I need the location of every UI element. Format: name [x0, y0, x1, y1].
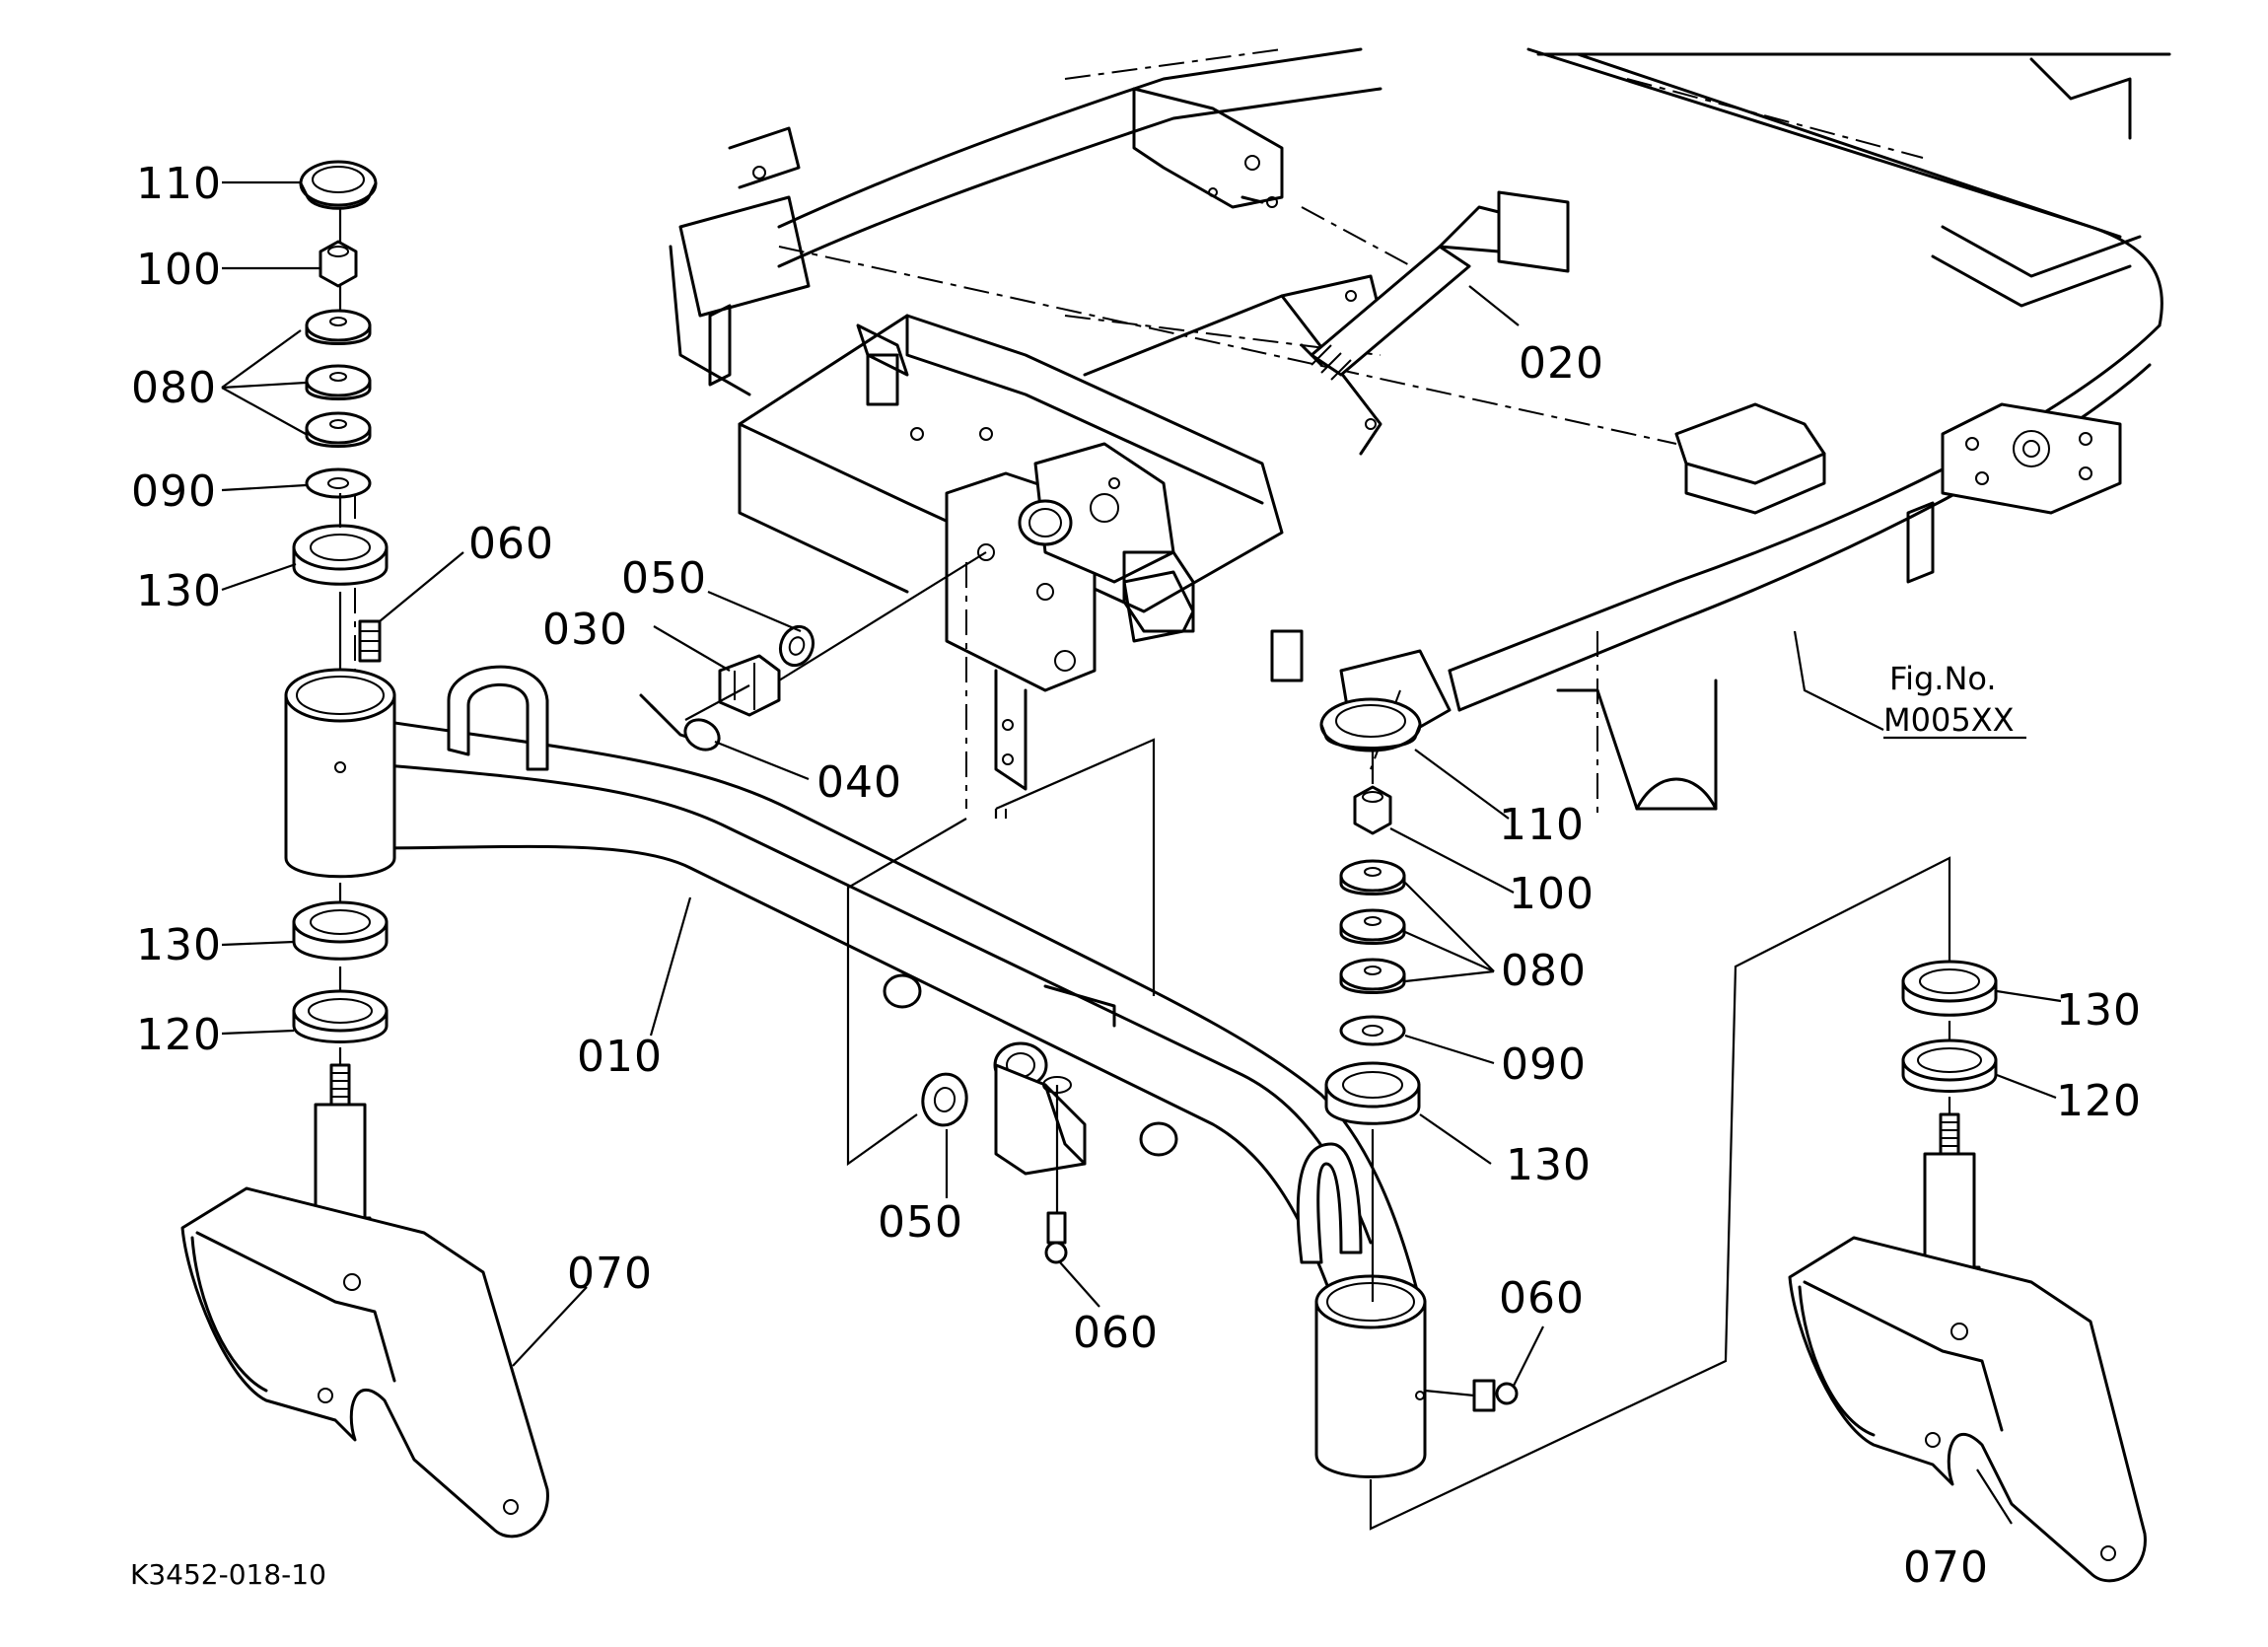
callout-130-left-top: 130 — [136, 566, 222, 616]
right-stack — [1319, 697, 1519, 1412]
callout-120-left: 120 — [136, 1010, 222, 1060]
callout-070-left: 070 — [567, 1249, 653, 1299]
callout-060-right: 060 — [1499, 1273, 1585, 1324]
drawing-code: K3452-018-10 — [130, 1558, 326, 1591]
callout-040: 040 — [816, 757, 902, 808]
callout-130-left-bottom: 130 — [136, 920, 222, 970]
assembly-lines — [338, 207, 1951, 1531]
callout-080-left: 080 — [131, 363, 217, 413]
callout-030: 030 — [542, 605, 628, 655]
callout-050-upper: 050 — [621, 553, 707, 604]
callout-120-far-right: 120 — [2056, 1076, 2142, 1126]
callout-130-far-right: 130 — [2056, 985, 2142, 1036]
callout-110-left: 110 — [136, 159, 222, 209]
callout-050-lower: 050 — [878, 1197, 963, 1248]
callout-110-right: 110 — [1499, 800, 1585, 850]
callout-060-left: 060 — [468, 519, 554, 569]
center-small-parts — [639, 624, 1072, 1264]
callout-090-right: 090 — [1501, 1039, 1587, 1090]
callout-100-left: 100 — [136, 245, 222, 295]
leader-lines — [221, 180, 2062, 1525]
callout-080-right: 080 — [1501, 946, 1587, 996]
callout-020: 020 — [1519, 338, 1604, 389]
part-010-axle-beam — [284, 665, 1427, 1478]
left-stack — [292, 160, 389, 663]
callout-100-right: 100 — [1509, 869, 1595, 919]
callout-070-right: 070 — [1903, 1542, 1989, 1593]
callout-090-left: 090 — [131, 466, 217, 517]
main-frame — [669, 47, 2171, 811]
far-right-lower — [1788, 960, 2147, 1583]
part-020-pin — [1300, 190, 1570, 381]
figure-number: M005XX — [1883, 701, 2015, 739]
callout-010: 010 — [577, 1032, 663, 1082]
figure-label: Fig.No. — [1889, 660, 1997, 697]
callout-060-center: 060 — [1073, 1308, 1159, 1358]
callout-130-right-mid: 130 — [1506, 1140, 1592, 1190]
left-lower — [180, 900, 549, 1539]
